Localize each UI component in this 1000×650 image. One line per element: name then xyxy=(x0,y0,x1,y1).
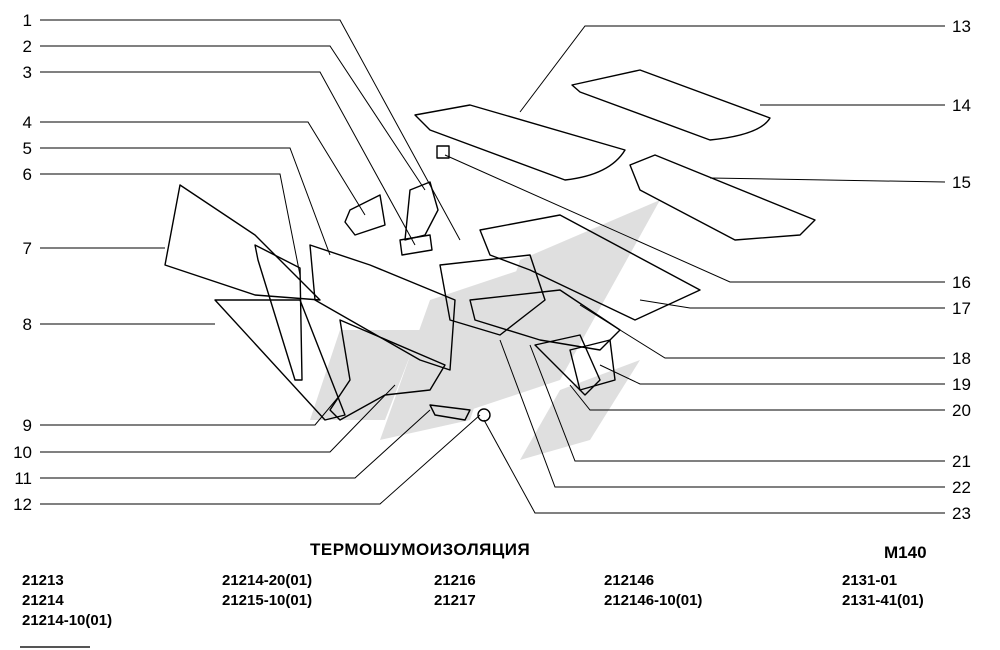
callout-21: 21 xyxy=(952,452,971,471)
part-3-pad xyxy=(399,234,433,256)
callout-7: 7 xyxy=(23,239,32,258)
model-label: 2131-41(01) xyxy=(842,592,924,609)
callout-8: 8 xyxy=(23,315,32,334)
part-15-panel xyxy=(629,154,816,241)
callout-4: 4 xyxy=(23,113,32,132)
model-group-4: 212146 212146-10(01) xyxy=(604,571,702,611)
callout-19: 19 xyxy=(952,375,971,394)
callout-20: 20 xyxy=(952,401,971,420)
model-label: 21214-10(01) xyxy=(22,612,113,629)
callout-6: 6 xyxy=(23,165,32,184)
model-label: 21216 xyxy=(434,572,476,589)
model-label: 21215-10(01) xyxy=(222,592,313,609)
callout-9: 9 xyxy=(23,416,32,435)
diagram-code: М140 xyxy=(884,543,927,562)
model-label: 21217 xyxy=(434,592,476,609)
part-4-bracket xyxy=(344,194,386,236)
callout-17: 17 xyxy=(952,299,971,318)
parts xyxy=(164,69,816,422)
callout-2: 2 xyxy=(23,37,32,56)
part-17-floor xyxy=(479,214,701,321)
model-group-2: 21214-20(01) 21215-10(01) xyxy=(222,571,312,611)
part-1-tunnel xyxy=(439,254,546,336)
model-group-5: 2131-01 2131-41(01) xyxy=(842,571,924,611)
model-label: 2131-01 xyxy=(842,572,898,589)
callout-5: 5 xyxy=(23,139,32,158)
model-label: 21214 xyxy=(22,592,64,609)
callout-14: 14 xyxy=(952,96,971,115)
callout-12: 12 xyxy=(13,495,32,514)
model-group-3: 21216 21217 xyxy=(434,571,476,611)
model-label: 212146 xyxy=(604,572,655,589)
part-14-roof xyxy=(571,69,771,141)
callouts-right: 13 14 15 16 17 18 19 20 21 22 23 xyxy=(952,17,971,523)
model-label: 21214-20(01) xyxy=(222,572,313,589)
part-5-dash xyxy=(309,244,456,371)
diagram-title: ТЕРМОШУМОИЗОЛЯЦИЯ xyxy=(310,540,531,559)
model-label: 21213 xyxy=(22,572,64,589)
callout-22: 22 xyxy=(952,478,971,497)
callout-16: 16 xyxy=(952,273,971,292)
part-6-frame xyxy=(254,244,303,381)
callout-18: 18 xyxy=(952,349,971,368)
callout-3: 3 xyxy=(23,63,32,82)
callout-11: 11 xyxy=(14,469,32,488)
leader-lines xyxy=(40,19,946,514)
part-7-panel xyxy=(164,184,321,301)
part-19-pad xyxy=(569,339,616,391)
callout-1: 1 xyxy=(23,11,32,30)
callout-13: 13 xyxy=(952,17,971,36)
part-16-block xyxy=(436,145,450,159)
part-20-floor xyxy=(534,334,601,396)
part-2-bracket xyxy=(404,181,439,241)
bottom-rule xyxy=(20,646,90,648)
callout-10: 10 xyxy=(13,443,32,462)
callout-15: 15 xyxy=(952,173,971,192)
part-18-panel xyxy=(469,289,621,351)
part-8-panel xyxy=(214,299,346,421)
part-11-clip xyxy=(429,404,471,421)
callout-23: 23 xyxy=(952,504,971,523)
model-group-1: 21213 21214 21214-10(01) xyxy=(22,571,112,631)
part-13-roof xyxy=(414,104,626,181)
part-9-floor xyxy=(329,319,446,421)
model-label: 212146-10(01) xyxy=(604,592,703,609)
